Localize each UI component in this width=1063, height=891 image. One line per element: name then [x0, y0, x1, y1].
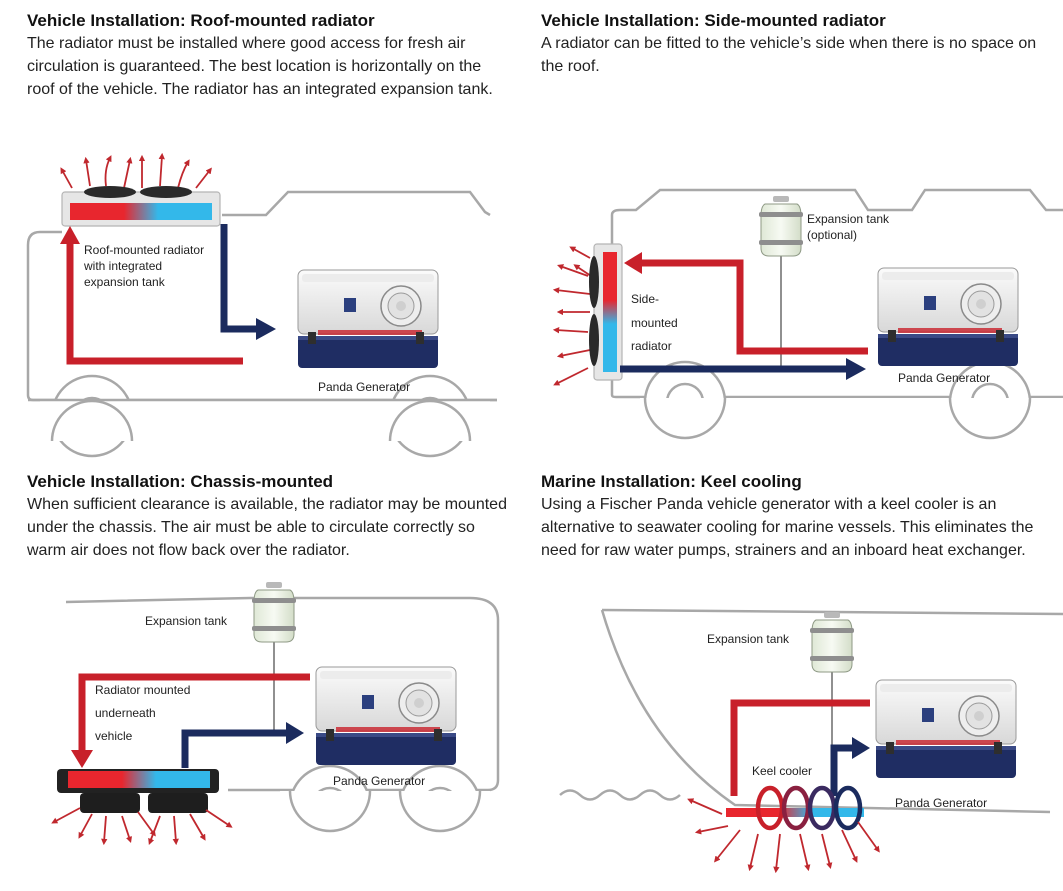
generator-label: Panda Generator [333, 774, 425, 788]
vehicle-outline [610, 188, 1063, 444]
panel-side-mounted: Vehicle Installation: Side-mounted radia… [541, 9, 1041, 78]
panel-roof-mounted: Vehicle Installation: Roof-mounted radia… [27, 9, 507, 101]
generator-label: Panda Generator [895, 796, 987, 810]
fan-icon [589, 314, 599, 366]
side-radiator [589, 243, 623, 381]
tank-label: Expansion tank [145, 614, 228, 628]
chassis-radiator [57, 769, 219, 813]
tank-label: Expansion tank [807, 212, 890, 226]
airflow-arrow-icon [104, 155, 112, 187]
panel-description: The radiator must be installed where goo… [27, 35, 493, 98]
generator-label: Panda Generator [318, 380, 410, 394]
panel-keel-cooling: Marine Installation: Keel cooling Using … [541, 470, 1041, 562]
panel-description: When sufficient clearance is available, … [27, 496, 507, 559]
fan-icon [140, 186, 192, 198]
diagram-keel-cooling: Expansion tank Keel cooler Panda Generat… [559, 608, 1063, 874]
expansion-tank-icon [809, 611, 855, 673]
fan-icon [148, 793, 208, 813]
airflow-arrow-icon [195, 167, 212, 189]
airflow-arrow-icon [158, 152, 165, 187]
generator-icon [297, 269, 439, 369]
radiator-label: radiator [631, 339, 672, 353]
panel-description: Using a Fischer Panda vehicle generator … [541, 496, 1034, 559]
fan-icon [589, 256, 599, 308]
airflow-arrows [51, 807, 233, 846]
airflow-arrow-icon [60, 167, 73, 189]
airflow-arrows [687, 798, 880, 874]
radiator-label: mounted [631, 316, 678, 330]
panel-title: Marine Installation: Keel cooling [541, 472, 802, 491]
airflow-arrow-icon [123, 156, 133, 189]
fan-icon [80, 793, 140, 813]
tank-label: (optional) [807, 228, 857, 242]
diagram-side-mounted: Expansion tank (optional) Side- mounted … [552, 188, 1063, 444]
radiator-icon [70, 203, 212, 220]
generator-icon [315, 666, 457, 766]
radiator-label: vehicle [95, 729, 133, 743]
vehicle-outline [26, 190, 497, 458]
radiator-icon [603, 252, 617, 372]
radiator-label: with integrated [83, 259, 162, 273]
radiator-label: Roof-mounted radiator [84, 243, 204, 257]
keel-cooler [726, 785, 864, 831]
radiator-label: Radiator mounted [95, 683, 190, 697]
airflow-arrows [552, 246, 595, 386]
generator-icon [875, 679, 1017, 779]
vehicle-outline [65, 596, 500, 851]
airflow-arrows [60, 152, 212, 189]
tank-label: Expansion tank [707, 632, 790, 646]
generator-icon [877, 267, 1019, 367]
panel-description: A radiator can be fitted to the vehicle’… [541, 35, 1037, 75]
expansion-tank-icon [251, 581, 297, 643]
expansion-tank-icon [758, 195, 804, 257]
cooler-label: Keel cooler [752, 764, 812, 778]
roof-radiator [61, 186, 221, 227]
airflow-arrow-icon [177, 159, 190, 189]
radiator-label: expansion tank [84, 275, 166, 289]
diagram-chassis-mounted: Expansion tank Radiator mounted undernea… [51, 581, 500, 851]
diagram-roof-mounted: Roof-mounted radiator with integrated ex… [26, 152, 497, 458]
radiator-label: underneath [95, 706, 156, 720]
panel-title: Vehicle Installation: Roof-mounted radia… [27, 11, 375, 30]
panel-chassis-mounted: Vehicle Installation: Chassis-mounted Wh… [27, 470, 507, 562]
panel-title: Vehicle Installation: Chassis-mounted [27, 472, 334, 491]
panel-title: Vehicle Installation: Side-mounted radia… [541, 11, 886, 30]
airflow-arrow-icon [83, 156, 91, 187]
radiator-label: Side- [631, 292, 659, 306]
fan-icon [84, 186, 136, 198]
radiator-icon [726, 808, 864, 817]
radiator-icon [68, 771, 210, 788]
generator-label: Panda Generator [898, 371, 990, 385]
